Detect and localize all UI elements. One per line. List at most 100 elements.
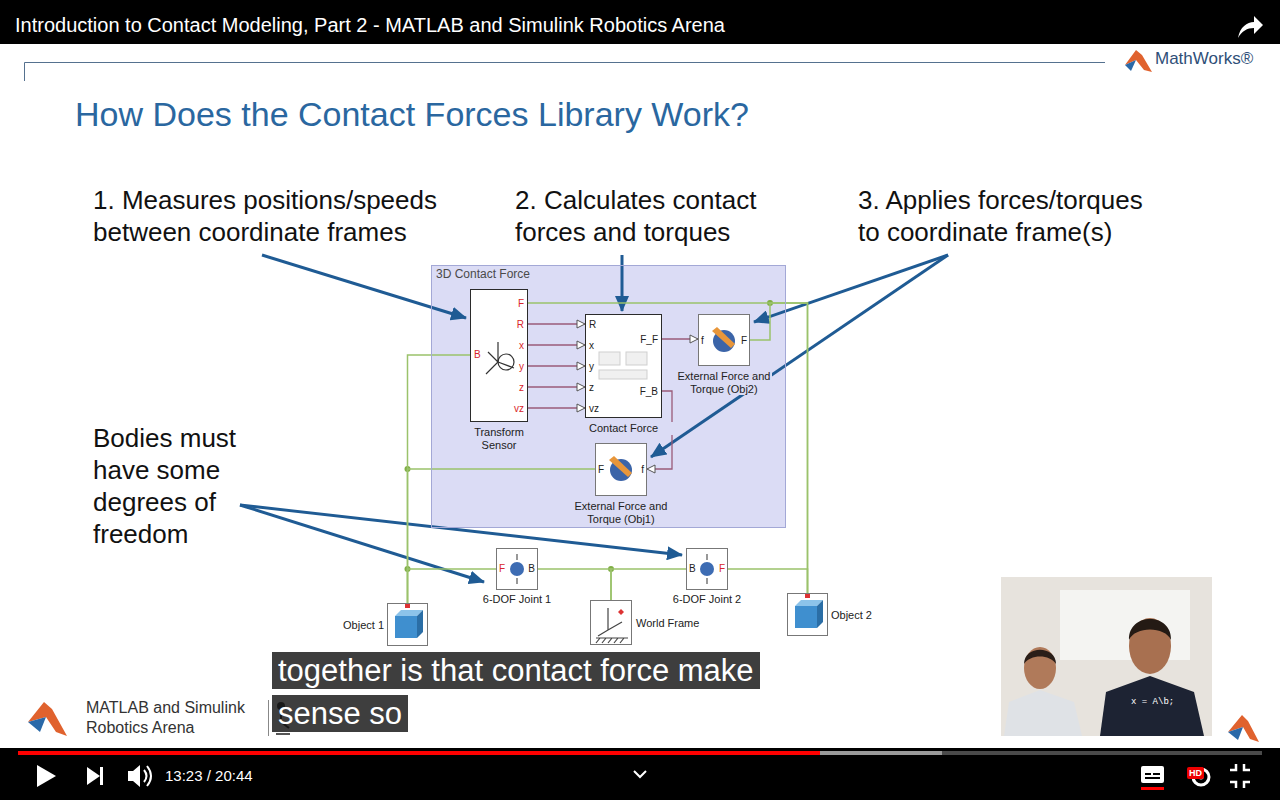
force-arrow (609, 456, 632, 477)
cube-mark (805, 594, 810, 598)
captions-icon (1141, 766, 1164, 790)
person-right-shirt (1100, 676, 1204, 736)
port-label: z (519, 382, 524, 394)
port-label: B (474, 349, 481, 361)
icon-panel (626, 352, 647, 365)
joint-icon (700, 554, 714, 584)
cube-icon (395, 604, 423, 638)
transform-sensor-icon (486, 342, 514, 374)
port-label: F (598, 464, 604, 476)
logo-membrane (28, 702, 67, 736)
captions-line (1145, 773, 1151, 775)
person-left-shirt (1004, 690, 1082, 736)
logo-membrane-shade (1125, 60, 1136, 71)
block-name: Contact Force (574, 422, 674, 435)
block-fill (787, 593, 828, 636)
external-force-block: fFExternal Force and Torque (Obj2) (698, 314, 750, 366)
block-fill (590, 600, 632, 645)
block-fill (387, 603, 428, 646)
block-name: External Force and Torque (Obj1) (573, 500, 669, 525)
time-display: 13:23 / 20:44 (165, 767, 253, 784)
speaker (128, 765, 140, 787)
world-ground (596, 638, 628, 643)
person-left-head (1024, 647, 1056, 689)
rigid-body-block: Object 2 (787, 593, 828, 636)
signal-line (528, 407, 585, 408)
joint-icon (510, 554, 524, 584)
block-name: Object 2 (831, 609, 872, 622)
rigid-body-block: Object 1 (387, 603, 428, 646)
logo-membrane (1125, 50, 1152, 72)
subsystem-area: 3D Contact ForceBFRxyzvzTransform Sensor… (431, 265, 786, 528)
shirt-print: x = A\b; (1131, 697, 1174, 707)
block-fill (698, 314, 750, 366)
port-label: F (719, 563, 725, 575)
next-triangle (87, 767, 100, 785)
signal-line (528, 323, 585, 324)
block-name: Object 1 (343, 619, 384, 632)
joint-axes (516, 554, 517, 584)
logo-membrane-shade (1228, 727, 1243, 740)
block-fill (686, 548, 728, 590)
callout-text: Bodies must have some degrees of freedom (93, 422, 253, 550)
external-force-icon (712, 327, 735, 352)
leader-line (651, 255, 948, 457)
physical-connection (528, 303, 808, 593)
transform-sensor-block: BFRxyzvzTransform Sensor (470, 289, 528, 422)
port-label: vz (514, 403, 524, 415)
joint-ball (700, 562, 714, 576)
leader-line (240, 505, 484, 582)
logo-membrane (1228, 715, 1259, 742)
cube-icon (795, 594, 823, 628)
port-label: R (589, 319, 596, 331)
progress-buffered (820, 751, 942, 755)
block-name: Transform Sensor (467, 426, 531, 451)
logo-separator (268, 700, 269, 736)
webcam-inset (1001, 577, 1212, 736)
title-bar (0, 0, 1280, 44)
joint-axes (706, 554, 707, 584)
block-fill (595, 443, 647, 496)
person-right-hair (1129, 619, 1171, 640)
port-label: B (528, 563, 535, 575)
share-icon (1238, 16, 1263, 38)
leader-lines (240, 255, 948, 582)
block-name: 6-DOF Joint 2 (657, 593, 757, 606)
captions-underline (1141, 787, 1164, 790)
external-force-block: FfExternal Force and Torque (Obj1) (595, 443, 647, 496)
block-name: External Force and Torque (Obj2) (676, 370, 772, 395)
port-label: R (517, 319, 524, 331)
force-arrow (712, 327, 735, 348)
port-label: B (689, 563, 696, 575)
block-name: World Frame (636, 617, 699, 630)
physical-connection (750, 303, 808, 593)
channel-name: MATLAB and Simulink Robotics Arena (86, 698, 261, 738)
signal-line (528, 365, 585, 366)
port-label: F_F (640, 334, 658, 346)
port-label: y (519, 361, 524, 373)
cube-side (417, 610, 423, 638)
port-label: x (589, 340, 594, 352)
physical-connection (408, 355, 471, 603)
fullscreen-icon (1230, 764, 1250, 788)
callout-text: 1. Measures positions/speeds between coo… (93, 184, 473, 248)
brand-name: MathWorks® (1155, 49, 1253, 69)
subsystem-fill (431, 265, 786, 528)
port-label: f (641, 464, 644, 476)
captions-box (1141, 766, 1164, 783)
joint-block: FB6-DOF Joint 1 (496, 548, 538, 590)
hd-badge: HD (1187, 767, 1204, 779)
joint-block: BF6-DOF Joint 2 (686, 548, 728, 590)
logo-membrane-shade (28, 717, 46, 732)
progress-rest (942, 751, 1262, 755)
person-right-head (1129, 618, 1171, 674)
port-label: F (499, 563, 505, 575)
callout-text: 3. Applies forces/torques to coordinate … (858, 184, 1158, 248)
port-label: F_B (640, 386, 658, 398)
sensor-frame (486, 342, 514, 374)
subtitle-text: together is that contact force make sens… (272, 652, 760, 732)
port-label: y (589, 361, 594, 373)
signal-line (528, 344, 585, 345)
subtitle-box: together is that contact force make sens… (272, 652, 802, 738)
